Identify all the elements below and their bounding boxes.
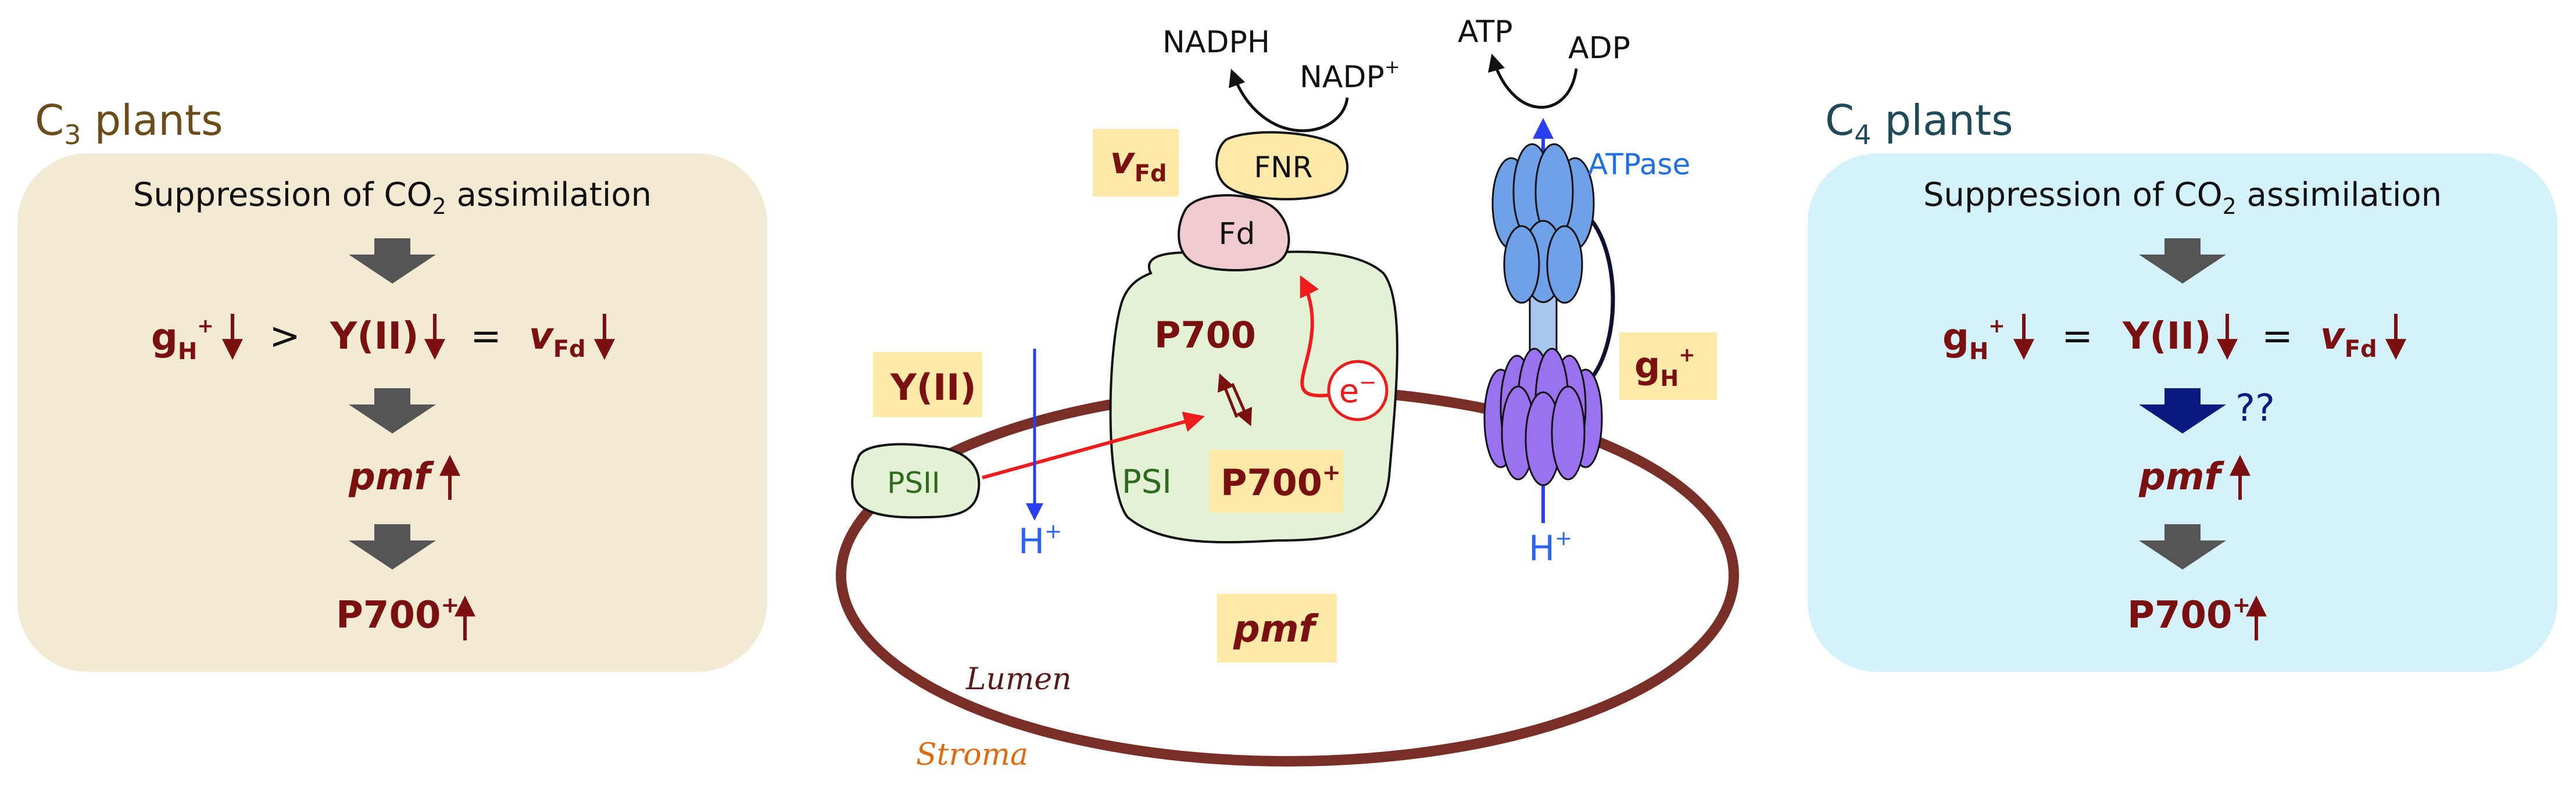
p700plus-label: P700+ [1221, 460, 1341, 504]
electron-to-fd-arrow [1300, 275, 1329, 398]
y2-label-bg [873, 352, 982, 417]
vfd-label-bg [1093, 129, 1179, 196]
electron-circle [1327, 360, 1389, 421]
c4-suppression-text: Suppression of CO2 assimilation [1923, 176, 2442, 219]
electron-label: e− [1339, 371, 1377, 410]
c4-unknown-label: ?? [2235, 387, 2275, 430]
c3-grey-arrow-2 [349, 388, 436, 434]
c4-panel: C4 plants Suppression of CO2 assimilatio… [1808, 96, 2557, 672]
gh-label: gH+ [1634, 343, 1695, 391]
nadph-label: NADPH [1162, 25, 1270, 60]
fnr-label: FNR [1254, 151, 1313, 184]
p700plus-label-bg [1209, 450, 1344, 513]
psii-complex [851, 443, 981, 519]
c3-op2: = [470, 315, 502, 358]
lumen-label: Lumen [965, 662, 1072, 697]
fd-protein [1178, 194, 1290, 271]
p700-equilibrium-down-arrow [1230, 382, 1253, 427]
c3-grey-arrow-1 [349, 238, 436, 284]
p700-equilibrium-up-arrow [1217, 373, 1239, 418]
atpase-label: ATPase [1588, 148, 1690, 181]
atp-label: ATP [1458, 15, 1513, 49]
c4-op1: = [2062, 315, 2093, 358]
c3-p700-label: P700+ [336, 592, 459, 637]
nadp-label: NADP+ [1300, 56, 1400, 95]
h-right-label: H+ [1529, 527, 1572, 569]
nadph-curve-arrow [1229, 69, 1349, 132]
pmf-center-label: pmf [1233, 608, 1319, 651]
c4-pmf-label: pmf [2138, 456, 2225, 499]
c3-panel: C3 plants Suppression of CO2 assimilatio… [17, 96, 767, 672]
fd-label: Fd [1219, 217, 1255, 252]
c3-vfd-label: vFd [529, 315, 586, 363]
pmf-center-bg [1217, 594, 1337, 662]
c4-grey-arrow-1 [2139, 238, 2226, 284]
vfd-label: vFd [1110, 139, 1167, 187]
c3-grey-arrow-3 [349, 524, 436, 570]
c4-navy-arrow [2139, 388, 2226, 434]
c3-pmf-label: pmf [348, 456, 435, 499]
y2-label: Y(II) [890, 366, 976, 409]
c3-relation-row: gH+ > Y(II) = vFd [151, 314, 615, 365]
c4-gh-label: gH+ [1942, 314, 2005, 365]
c3-gh-label: gH+ [151, 314, 214, 365]
atpase-fo-ring [1483, 348, 1603, 486]
c3-suppression-text: Suppression of CO2 assimilation [133, 176, 652, 219]
adp-label: ADP [1568, 31, 1630, 66]
stroma-label: Stroma [916, 737, 1028, 772]
c4-vfd-label: vFd [2320, 315, 2377, 363]
c3-title: C3 plants [35, 96, 223, 151]
atpase-stator [1585, 213, 1615, 385]
c3-y2-label: Y(II) [330, 315, 418, 358]
atp-curve-arrow [1488, 53, 1578, 109]
psi-label: PSI [1122, 463, 1172, 501]
p700-label: P700 [1154, 314, 1256, 356]
c3-op1: > [269, 315, 300, 358]
c4-grey-arrow-3 [2139, 524, 2226, 570]
psii-to-p700-arrow [982, 411, 1205, 479]
c4-y2-label: Y(II) [2122, 315, 2211, 358]
c4-p700-label: P700+ [2127, 592, 2251, 637]
thylakoid-diagram: NADPH NADP+ ATP ADP vFd PSI Fd FNR P700 … [836, 15, 1739, 772]
gh-label-bg [1619, 332, 1717, 400]
c4-title: C4 plants [1825, 96, 2013, 151]
c4-op2: = [2262, 315, 2293, 358]
c4-relation-row: gH+ = Y(II) = vFd [1942, 314, 2406, 365]
atpase-f1-head [1491, 143, 1595, 304]
h-left-label: H+ [1018, 520, 1062, 562]
fnr-protein [1215, 131, 1348, 200]
psii-label: PSII [887, 466, 940, 500]
